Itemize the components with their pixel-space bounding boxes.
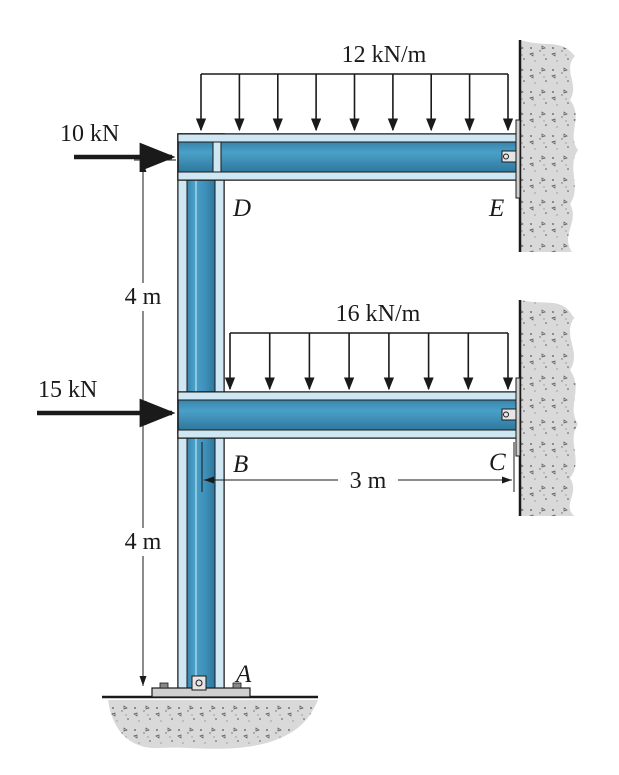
upper-height-label: 4 m	[125, 284, 162, 310]
upper-wall	[518, 40, 578, 252]
upper-distributed-load-label: 12 kN/m	[342, 42, 427, 68]
point-c-label: C	[489, 449, 506, 476]
beam-bc	[177, 377, 521, 457]
upper-distributed-load	[195, 73, 514, 132]
point-a-label: A	[234, 661, 252, 688]
upper-point-load-label: 10 kN	[60, 121, 119, 147]
vertical-dimensions	[118, 159, 176, 686]
lower-distributed-load	[224, 332, 514, 391]
point-b-label: B	[233, 451, 248, 478]
lower-height-label: 4 m	[125, 529, 162, 555]
beam-de	[177, 119, 521, 199]
ground	[102, 695, 318, 749]
point-d-label: D	[232, 195, 251, 222]
point-e-label: E	[488, 195, 504, 222]
lower-point-load-label: 15 kN	[38, 377, 97, 403]
base-plate	[151, 675, 251, 698]
span-label: 3 m	[350, 468, 387, 494]
span-dimension	[201, 442, 515, 492]
lower-distributed-load-label: 16 kN/m	[336, 301, 421, 327]
lower-wall	[518, 300, 578, 516]
